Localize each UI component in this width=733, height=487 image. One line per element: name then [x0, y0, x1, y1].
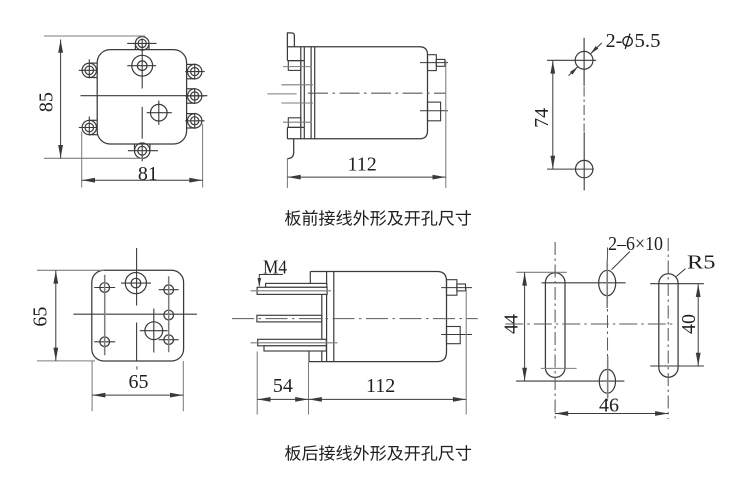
svg-text:40: 40 — [678, 314, 700, 334]
svg-text:54: 54 — [273, 375, 293, 397]
svg-text:R5: R5 — [687, 251, 716, 273]
svg-text:112: 112 — [366, 375, 395, 397]
svg-text:2-: 2- — [606, 30, 623, 52]
svg-text:M4: M4 — [263, 256, 287, 278]
svg-text:5.5: 5.5 — [635, 30, 661, 52]
svg-text:81: 81 — [138, 163, 158, 185]
svg-text:65: 65 — [29, 307, 51, 327]
svg-text:74: 74 — [531, 108, 553, 128]
svg-text:112: 112 — [347, 154, 376, 176]
svg-text:85: 85 — [36, 92, 58, 112]
svg-text:2–6×10: 2–6×10 — [608, 233, 663, 255]
svg-text:65: 65 — [129, 371, 149, 393]
svg-text:46: 46 — [599, 395, 619, 417]
